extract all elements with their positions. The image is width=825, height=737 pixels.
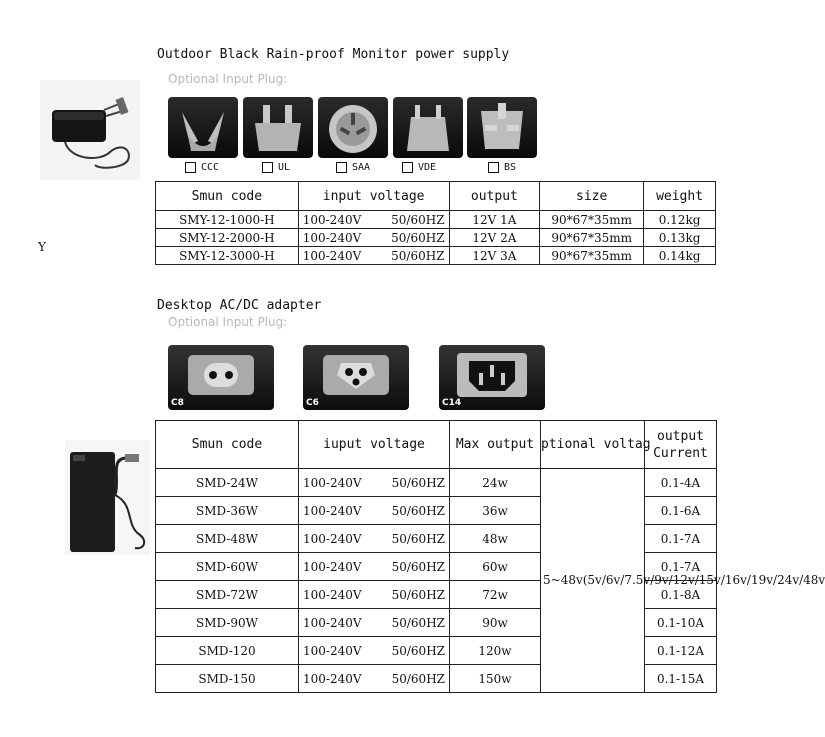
desktop-spec-table: Smun code iuput voltage Max output ption… (155, 420, 825, 693)
plug-option-saa[interactable]: SAA (336, 162, 370, 173)
section1-plug-caption: Optional Input Plug: (168, 72, 288, 86)
outdoor-spec-table: Smun code input voltage output size weig… (155, 181, 716, 265)
cell-code: SMD-36W (155, 496, 299, 525)
header-code: Smun code (155, 420, 299, 469)
connector-c14-label: C14 (442, 398, 462, 408)
cell-max-output: 24w (449, 468, 541, 497)
cell-weight: 0.14kg (643, 246, 716, 265)
header-input-voltage: input voltage (297, 181, 450, 211)
plug-option-ul[interactable]: UL (262, 162, 290, 173)
cell-code: SMD-150 (155, 664, 299, 693)
connector-c14-image: C14 (439, 345, 545, 410)
plug-ul-image (243, 97, 313, 158)
cell-code: SMD-90W (155, 608, 299, 637)
cell-size: 90*67*35mm (539, 246, 645, 265)
cell-max-output: 120w (449, 636, 541, 665)
plug-bs-image (467, 97, 537, 158)
connector-c6-image: C6 (303, 345, 409, 410)
plug-option-bs[interactable]: BS (488, 162, 516, 173)
cell-weight: 0.12kg (643, 210, 716, 229)
cell-code: SMD-24W (155, 468, 299, 497)
cell-code: SMD-48W (155, 524, 299, 553)
table-header-row: Smun code iuput voltage Max output ption… (155, 420, 717, 469)
plug-ccc-image (168, 97, 238, 158)
header-weight: weight (643, 181, 716, 211)
header-max-output: Max output (449, 420, 541, 469)
header-output: output (448, 181, 541, 211)
cell-max-output: 150w (449, 664, 541, 693)
connector-c8-label: C8 (171, 398, 184, 408)
cell-code: SMD-72W (155, 580, 299, 609)
cell-current: 0.1-10A (644, 608, 717, 637)
cell-current: 0.1-15A (644, 664, 717, 693)
desktop-adapter-photo (65, 440, 150, 555)
cell-max-output: 48w (449, 524, 541, 553)
cell-code: SMD-60W (155, 552, 299, 581)
cell-size: 90*67*35mm (539, 210, 645, 229)
plug-option-ccc[interactable]: CCC (185, 162, 219, 173)
plug-option-vde[interactable]: VDE (402, 162, 436, 173)
cell-output: 12V 1A (448, 210, 541, 229)
cell-size: 90*67*35mm (539, 228, 645, 247)
header-input-voltage: iuput voltage (298, 420, 450, 469)
table-header-row: Smun code input voltage output size weig… (155, 181, 716, 211)
checkbox-icon[interactable] (488, 162, 499, 173)
section2-title: Desktop AC/DC adapter (157, 298, 322, 313)
connector-c6-label: C6 (306, 398, 319, 408)
plug-vde-image (393, 97, 463, 158)
cell-max-output: 72w (449, 580, 541, 609)
cell-code: SMY-12-1000-H (155, 210, 299, 229)
section2-plug-caption: Optional Input Plug: (168, 315, 288, 329)
header-optional-voltage: ptional voltag (540, 420, 651, 469)
connector-c8-image: C8 (168, 345, 274, 410)
header-size: size (539, 181, 645, 211)
side-letter: Y (38, 240, 46, 254)
checkbox-icon[interactable] (402, 162, 413, 173)
cell-code: SMY-12-2000-H (155, 228, 299, 247)
cell-output: 12V 2A (448, 228, 541, 247)
cell-current: 0.1-7A (644, 524, 717, 553)
cell-code: SMD-120 (155, 636, 299, 665)
plug-saa-image (318, 97, 388, 158)
cell-output: 12V 3A (448, 246, 541, 265)
cell-current: 0.1-6A (644, 496, 717, 525)
cell-weight: 0.13kg (643, 228, 716, 247)
cell-max-output: 36w (449, 496, 541, 525)
cell-max-output: 60w (449, 552, 541, 581)
outdoor-adapter-photo (40, 80, 140, 180)
cell-optional-voltage: 5~48v(5v/6v/7.5v/9v/12v/15v/16v/19v/24v/… (540, 468, 825, 693)
cell-current: 0.1-12A (644, 636, 717, 665)
checkbox-icon[interactable] (262, 162, 273, 173)
section1-title: Outdoor Black Rain-proof Monitor power s… (157, 47, 510, 62)
cell-code: SMY-12-3000-H (155, 246, 299, 265)
checkbox-icon[interactable] (336, 162, 347, 173)
checkbox-icon[interactable] (185, 162, 196, 173)
cell-max-output: 90w (449, 608, 541, 637)
cell-current: 0.1-4A (644, 468, 717, 497)
header-output-current: output Current (644, 420, 717, 469)
header-code: Smun code (155, 181, 299, 211)
